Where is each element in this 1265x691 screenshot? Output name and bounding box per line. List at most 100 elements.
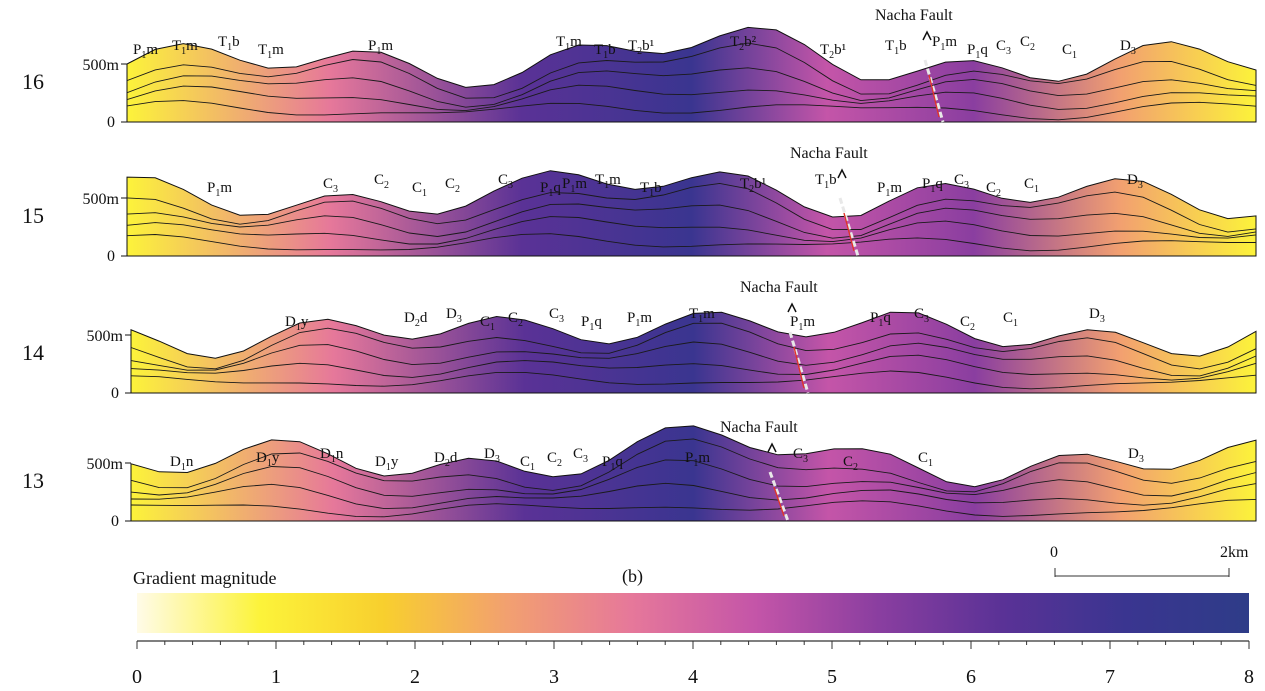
profile-section-15 <box>126 170 1257 257</box>
formation-label: T1b <box>815 172 837 191</box>
fault-motion-arrow <box>773 486 785 517</box>
stratigraphic-contact <box>126 216 1257 245</box>
formation-label: C3 <box>914 306 929 325</box>
stratigraphic-contact <box>130 482 1257 510</box>
formation-label: C1 <box>520 454 535 473</box>
colorbar-tick-label: 6 <box>966 666 976 688</box>
fault-arrow-icon <box>837 168 847 179</box>
formation-label: P1m <box>790 314 815 333</box>
stratigraphic-contact <box>130 370 1257 390</box>
colorbar-tick-label: 8 <box>1244 666 1254 688</box>
formation-label: C3 <box>996 38 1011 57</box>
formation-label: D1n <box>320 446 344 465</box>
formation-label: T1b <box>640 180 662 199</box>
formation-label: D3 <box>1089 306 1105 325</box>
formation-label: C2 <box>374 172 389 191</box>
fault-label: Nacha Fault <box>875 7 953 24</box>
formation-label: P1q <box>870 310 891 329</box>
stratigraphic-contact <box>126 182 1257 233</box>
formation-label: D2d <box>404 310 428 329</box>
fault-motion-arrow <box>793 346 805 389</box>
formation-label: D3 <box>1128 446 1144 465</box>
fault-label: Nacha Fault <box>720 419 798 436</box>
colorbar-tick-label: 7 <box>1105 666 1115 688</box>
fault-motion-arrow <box>843 212 855 252</box>
formation-label: T2b¹ <box>628 38 654 57</box>
stratigraphic-contact <box>126 203 1257 239</box>
formation-label: P1q <box>967 42 988 61</box>
y-tick-500m: 500m <box>83 57 120 74</box>
stratigraphic-contact <box>130 354 1257 381</box>
formation-label: P1m <box>562 176 587 195</box>
profile-section-16 <box>126 26 1257 123</box>
formation-label: P1m <box>133 42 158 61</box>
formation-label: D3 <box>484 446 500 465</box>
y-tick-500m: 500m <box>87 456 124 473</box>
formation-label: C1 <box>918 450 933 469</box>
formation-label: C2 <box>1020 34 1035 53</box>
formation-label: T1b <box>885 38 907 57</box>
formation-label: T1m <box>172 38 198 57</box>
colorbar-tick-label: 3 <box>549 666 559 688</box>
fault-trace <box>788 331 810 394</box>
y-tick-0: 0 <box>107 114 115 131</box>
formation-label: D3 <box>1120 38 1136 57</box>
scale-bar-start: 0 <box>1050 544 1058 561</box>
formation-label: P1q <box>602 454 623 473</box>
fault-motion-arrow <box>928 74 940 118</box>
formation-label: D1y <box>256 450 280 469</box>
profile-number: 13 <box>22 468 44 493</box>
scale-bar: 0 2km <box>1050 544 1249 577</box>
colorbar-tick-label: 1 <box>271 666 281 688</box>
fault-arrow-icon <box>787 302 797 313</box>
formation-label: D1n <box>170 454 194 473</box>
formation-label: C2 <box>986 180 1001 199</box>
formation-label: D3 <box>446 306 462 325</box>
formation-label: C3 <box>549 306 564 325</box>
formation-label: T1m <box>258 42 284 61</box>
formation-label: T1m <box>556 34 582 53</box>
stratigraphic-contact <box>126 67 1257 108</box>
fault-trace <box>923 59 945 123</box>
formation-label: D1y <box>285 314 309 333</box>
profile-number: 16 <box>22 69 44 94</box>
fault-arrow-icon <box>767 442 777 453</box>
fault-arrow-icon <box>922 30 932 41</box>
colorbar-title: Gradient magnitude <box>133 568 276 588</box>
formation-label: P1m <box>207 180 232 199</box>
formation-label: P1q <box>540 180 561 199</box>
formation-label: C3 <box>498 172 513 191</box>
formation-label: C1 <box>412 180 427 199</box>
profile-section-14 <box>130 311 1257 394</box>
formation-label: D3 <box>1127 172 1143 191</box>
stratigraphic-contact <box>126 100 1257 121</box>
profile-section-13 <box>130 425 1257 522</box>
formation-label: C3 <box>573 446 588 465</box>
formation-label: C2 <box>445 176 460 195</box>
formation-label: P1m <box>932 34 957 53</box>
formation-label: D1y <box>375 454 399 473</box>
stratigraphic-contact <box>130 341 1257 377</box>
formation-label: P1q <box>581 314 602 333</box>
scale-bar-end: 2km <box>1220 544 1249 561</box>
formation-label: C2 <box>547 450 562 469</box>
formation-label: C2 <box>843 454 858 473</box>
colorbar-tick-label: 0 <box>132 666 142 688</box>
y-tick-500m: 500m <box>87 328 124 345</box>
formation-label: C3 <box>323 176 338 195</box>
y-tick-0: 0 <box>111 513 119 530</box>
panel-letter: (b) <box>622 566 643 587</box>
formation-label: T1b <box>594 42 616 61</box>
formation-label: T1m <box>595 172 621 191</box>
formation-label: P1m <box>627 310 652 329</box>
formation-label: C1 <box>480 314 495 333</box>
profile-number: 15 <box>22 203 44 228</box>
fault-label: Nacha Fault <box>740 279 818 296</box>
stratigraphic-contact <box>130 322 1257 370</box>
formation-label: T1b <box>218 34 240 53</box>
